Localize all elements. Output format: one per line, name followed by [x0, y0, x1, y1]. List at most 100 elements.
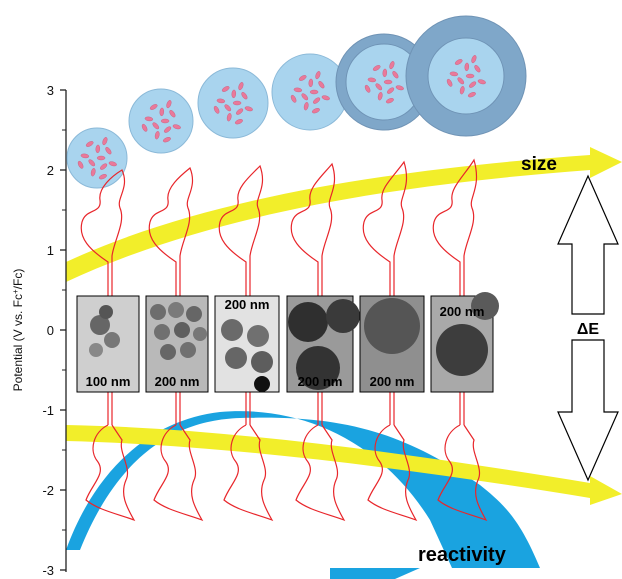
nanorod — [467, 92, 476, 98]
nanorod — [238, 82, 244, 91]
lower-yellow-band — [66, 425, 622, 505]
nanorod — [160, 118, 170, 124]
nanorod — [389, 61, 395, 70]
nanorod — [321, 95, 330, 101]
nanorod — [172, 124, 181, 130]
nanorod — [311, 108, 320, 114]
nanorod — [382, 68, 388, 78]
cv-trace — [362, 160, 418, 522]
nanorod — [236, 108, 244, 115]
tem-image: 200 nm — [430, 292, 499, 393]
tem-scale-label: 200 nm — [225, 297, 270, 312]
nanorod — [95, 144, 101, 154]
nanorod — [318, 81, 325, 89]
cv-trace — [218, 164, 274, 522]
nanorod — [224, 104, 232, 112]
reactivity-label: reactivity — [418, 544, 507, 566]
nanorod — [454, 59, 463, 65]
nanorod — [164, 126, 172, 133]
nanorod — [387, 87, 395, 94]
nanorod — [372, 65, 381, 71]
nanorod — [96, 155, 106, 161]
nanorod — [149, 104, 158, 110]
tem-scale-label: 100 nm — [86, 374, 131, 389]
nanorod — [159, 107, 165, 117]
nanorod — [100, 163, 108, 170]
nanorod — [375, 83, 383, 91]
delta-e-label: ΔE — [577, 321, 600, 338]
nanorod — [313, 97, 321, 104]
nanorod — [446, 78, 453, 87]
reactivity-arc — [66, 411, 540, 579]
tem-image-row: 100 nm 200 nm 200 nm 200 nm 200 nm 200 n… — [76, 292, 499, 393]
nanorod — [216, 98, 226, 104]
nanorod — [469, 81, 477, 88]
core-shell-particle — [128, 88, 194, 154]
tem-image: 200 nm — [214, 295, 280, 393]
nanorod — [315, 71, 321, 80]
nanorod — [90, 168, 96, 177]
nanorod — [301, 93, 309, 101]
nanorod — [98, 174, 107, 180]
nanorod — [474, 65, 481, 73]
nanorod — [309, 89, 319, 95]
nanorod — [152, 122, 160, 130]
nanorod — [169, 110, 176, 118]
nanorod — [231, 89, 237, 99]
y-tick-label: -2 — [42, 483, 54, 498]
nanorod — [377, 92, 383, 101]
nanorod — [232, 100, 242, 106]
nanorod — [241, 92, 248, 100]
nanorod — [395, 85, 404, 91]
nanorod — [105, 147, 112, 155]
tem-scale-label: 200 nm — [370, 374, 415, 389]
nanorod — [88, 159, 96, 167]
nanorod — [298, 75, 307, 81]
y-axis: 3 2 1 0 -1 -2 -3 Potential (V vs. Fc+/Fc… — [11, 83, 67, 578]
nanorod — [166, 100, 172, 109]
tem-image: 200 nm — [286, 295, 360, 393]
nanorod — [457, 77, 465, 85]
nanorod — [141, 123, 148, 132]
y-tick-label: 0 — [47, 323, 54, 338]
nanorod — [102, 137, 108, 146]
nanorod — [162, 137, 171, 143]
nanorod — [385, 98, 394, 104]
cv-trace — [80, 169, 136, 522]
nanorod — [85, 141, 94, 147]
nanorod — [234, 119, 243, 125]
nanorod — [477, 79, 486, 85]
y-tick-label: -1 — [42, 403, 54, 418]
nanorod — [464, 62, 470, 72]
nanorod — [226, 113, 232, 122]
nanorod — [213, 105, 220, 114]
upper-yellow-band — [66, 147, 622, 282]
nanorod — [293, 87, 303, 93]
y-tick-label: 2 — [47, 163, 54, 178]
tem-image: 200 nm — [359, 295, 425, 393]
nanorod — [465, 73, 475, 79]
nanorod — [392, 71, 399, 79]
nanorod — [244, 106, 253, 112]
cv-trace-series — [80, 158, 488, 522]
y-axis-title: Potential (V vs. Fc+/Fc) — [11, 269, 26, 392]
y-tick-label: 3 — [47, 83, 54, 98]
cv-trace — [290, 162, 346, 522]
nanorod — [471, 55, 477, 64]
nanorod — [80, 153, 90, 159]
core-shell-particle — [405, 15, 527, 137]
nanorod — [449, 71, 459, 77]
nanorod — [154, 131, 160, 140]
nanorod — [367, 77, 377, 83]
cv-trace — [148, 167, 204, 522]
cv-trace — [432, 158, 488, 522]
nanorod — [383, 79, 393, 85]
size-label: size — [521, 154, 557, 175]
tem-image: 200 nm — [145, 295, 209, 393]
core-shell-particle — [66, 127, 128, 189]
nanorod — [290, 94, 297, 103]
nanorod — [221, 86, 230, 92]
core-shell-particle — [197, 67, 269, 139]
particle-series — [66, 15, 527, 189]
